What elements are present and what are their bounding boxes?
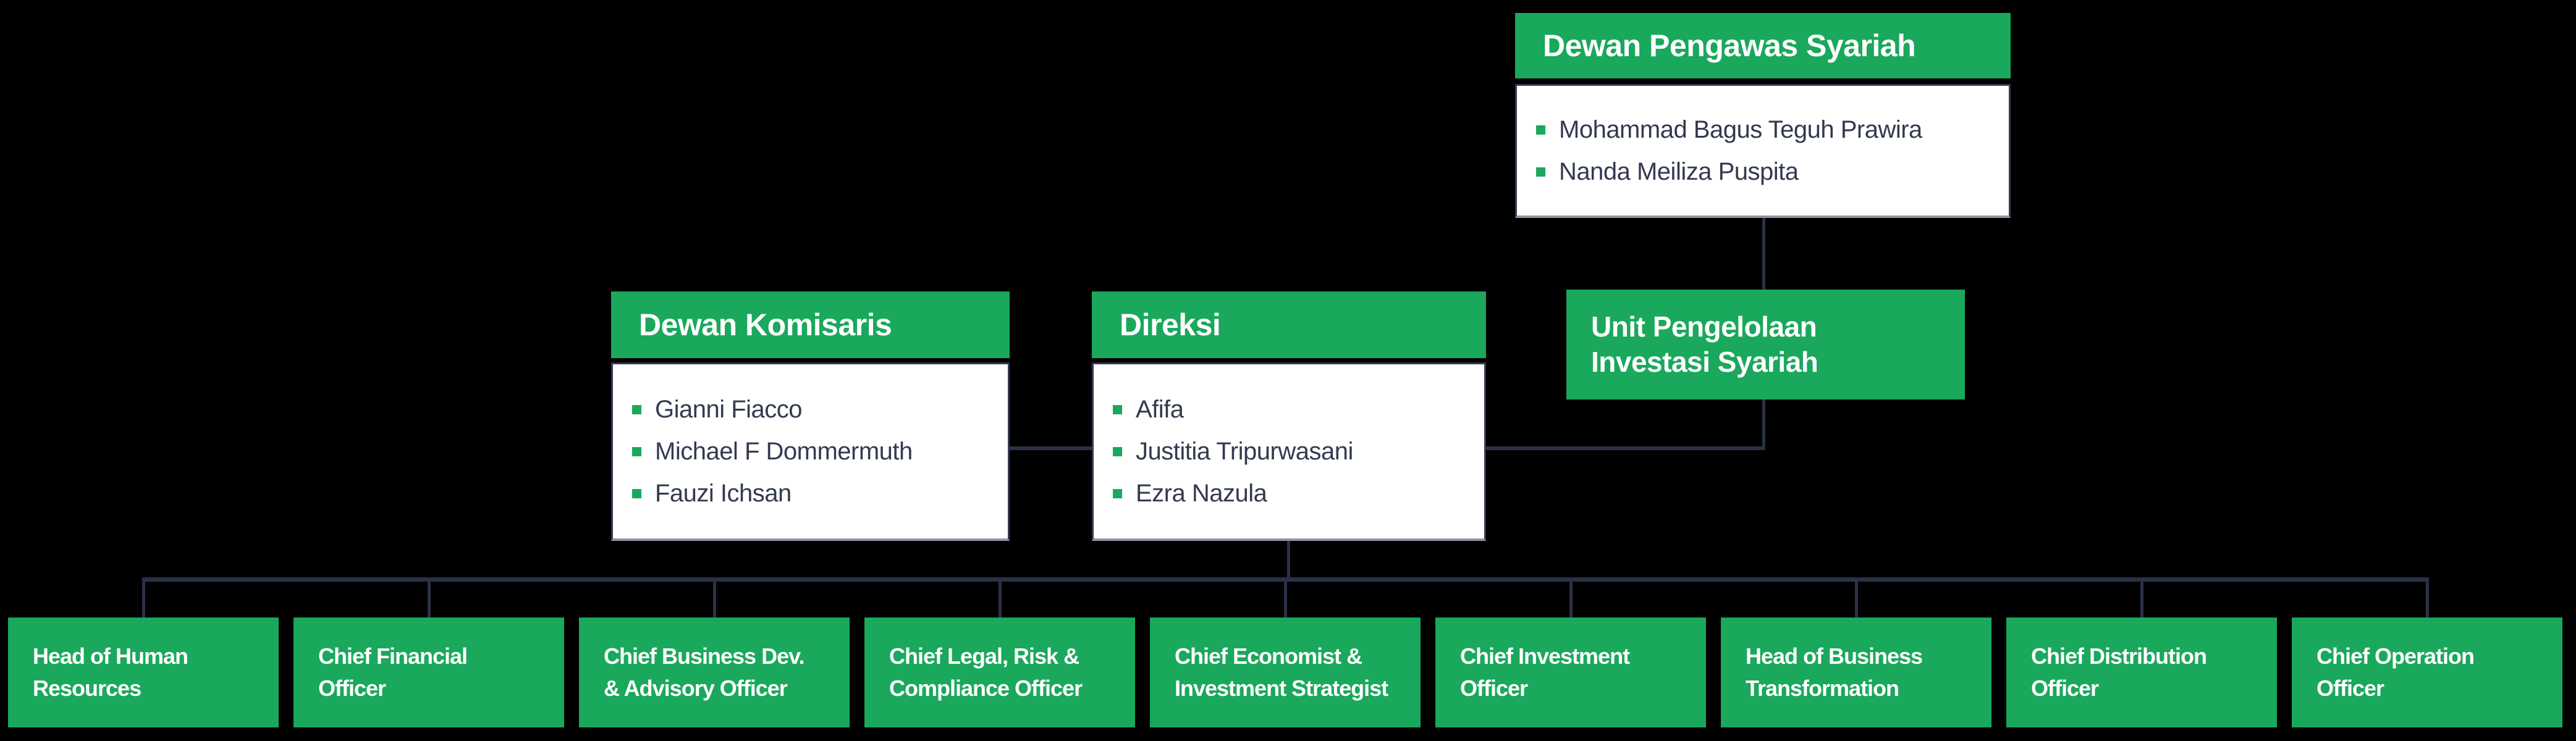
direksi-members: Afifa Justitia Tripurwasani Ezra Nazula	[1092, 362, 1486, 541]
bullet-icon	[632, 446, 641, 456]
connector-unit-down-vertical	[1762, 400, 1765, 450]
member-row: Mohammad Bagus Teguh Prawira	[1517, 109, 2009, 151]
connector-direksi-unit-horizontal	[1486, 446, 1764, 450]
member-row: Ezra Nazula	[1094, 472, 1484, 514]
bullet-icon	[1113, 488, 1122, 498]
member-name: Michael F Dommermuth	[655, 437, 913, 465]
member-row: Michael F Dommermuth	[613, 430, 1008, 472]
role-label: Chief Distribution Officer	[2031, 643, 2207, 701]
role-box-chief-operation-officer: Chief Operation Officer	[2292, 618, 2562, 727]
bullet-icon	[632, 488, 641, 498]
member-row: Fauzi Ichsan	[613, 472, 1008, 514]
member-name: Nanda Meiliza Puspita	[1559, 157, 1799, 185]
member-row: Afifa	[1094, 388, 1484, 430]
member-row: Justitia Tripurwasani	[1094, 430, 1484, 472]
member-name: Mohammad Bagus Teguh Prawira	[1559, 115, 1922, 143]
connector-komisaris-direksi-horizontal	[1010, 446, 1092, 450]
role-box-head-of-human-resources: Head of Human Resources	[8, 618, 279, 727]
dewan-komisaris-title: Dewan Komisaris	[639, 308, 892, 342]
role-label: Chief Legal, Risk & Compliance Officer	[889, 643, 1083, 701]
role-label: Chief Financial Officer	[318, 643, 468, 701]
role-box-chief-business-dev-advisory-officer: Chief Business Dev. & Advisory Officer	[579, 618, 850, 727]
role-box-chief-distribution-officer: Chief Distribution Officer	[2006, 618, 2277, 727]
bullet-icon	[1536, 167, 1545, 177]
role-box-chief-investment-officer: Chief Investment Officer	[1435, 618, 1706, 727]
member-row: Gianni Fiacco	[613, 388, 1008, 430]
dewan-pengawas-header: Dewan Pengawas Syariah	[1515, 13, 2011, 78]
connector-direksi-drop-vertical	[1287, 538, 1290, 580]
role-box-head-of-business-transformation: Head of Business Transformation	[1721, 618, 1991, 727]
dewan-pengawas-members: Mohammad Bagus Teguh Prawira Nanda Meili…	[1515, 84, 2011, 218]
role-label: Head of Business Transformation	[1746, 643, 1923, 701]
bullet-icon	[632, 404, 641, 414]
member-name: Afifa	[1136, 395, 1184, 423]
connector-drop-6	[1569, 577, 1573, 618]
unit-syariah-title: Unit Pengelolaan Investasi Syariah	[1591, 311, 1818, 378]
role-label: Chief Investment Officer	[1460, 643, 1630, 701]
dewan-komisaris-members: Gianni Fiacco Michael F Dommermuth Fauzi…	[611, 362, 1010, 541]
member-row: Nanda Meiliza Puspita	[1517, 151, 2009, 193]
dewan-pengawas-title: Dewan Pengawas Syariah	[1543, 28, 1916, 63]
role-label: Chief Business Dev. & Advisory Officer	[604, 643, 804, 701]
role-box-chief-financial-officer: Chief Financial Officer	[293, 618, 564, 727]
direksi-header: Direksi	[1092, 291, 1486, 358]
connector-drop-3	[713, 577, 716, 618]
connector-drop-2	[428, 577, 431, 618]
connector-drop-9	[2426, 577, 2429, 618]
connector-drop-1	[142, 577, 145, 618]
connector-drop-8	[2140, 577, 2143, 618]
role-label: Chief Operation Officer	[2316, 643, 2475, 701]
direksi-title: Direksi	[1120, 308, 1221, 342]
member-name: Gianni Fiacco	[655, 395, 803, 423]
connector-pengawas-to-unit-vertical	[1762, 218, 1765, 292]
connector-drop-5	[1284, 577, 1287, 618]
role-box-chief-legal-risk-compliance-officer: Chief Legal, Risk & Compliance Officer	[864, 618, 1135, 727]
role-box-chief-economist-investment-strategist: Chief Economist & Investment Strategist	[1150, 618, 1421, 727]
connector-drop-7	[1855, 577, 1858, 618]
member-name: Fauzi Ichsan	[655, 479, 792, 507]
bullet-icon	[1113, 404, 1122, 414]
bullet-icon	[1536, 125, 1545, 135]
role-label: Head of Human Resources	[33, 643, 188, 701]
connector-drop-4	[999, 577, 1002, 618]
bullet-icon	[1113, 446, 1122, 456]
member-name: Ezra Nazula	[1136, 479, 1267, 507]
member-name: Justitia Tripurwasani	[1136, 437, 1353, 465]
role-label: Chief Economist & Investment Strategist	[1175, 643, 1388, 701]
unit-syariah-box: Unit Pengelolaan Investasi Syariah	[1566, 290, 1965, 400]
dewan-komisaris-header: Dewan Komisaris	[611, 291, 1010, 358]
